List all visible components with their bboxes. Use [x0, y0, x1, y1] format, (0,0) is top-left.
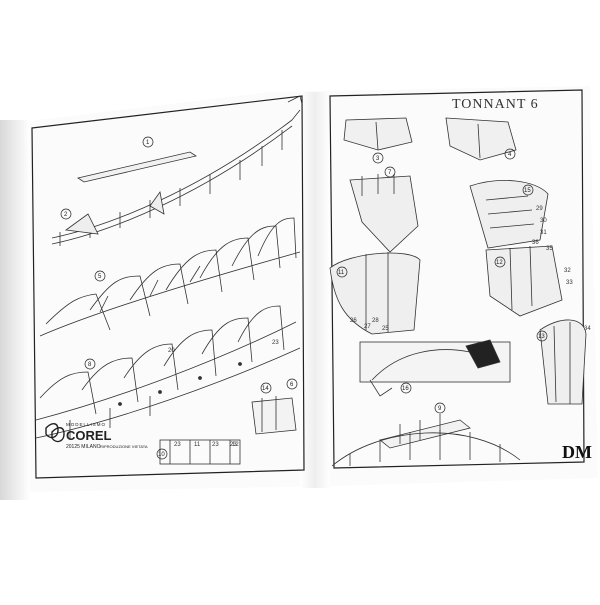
step-4: 4 [508, 152, 512, 158]
part-23c: 23 [272, 340, 279, 346]
part-28: 28 [372, 318, 379, 324]
part-36: 36 [532, 240, 539, 246]
left-page-frame [31, 95, 305, 479]
step-13: 13 [538, 334, 545, 340]
brand-notice: RIPRODUZIONE VIETATA [100, 444, 148, 449]
part-33: 33 [566, 280, 573, 286]
step-2: 2 [64, 212, 68, 218]
paper-shadow [0, 120, 30, 500]
part-29: 29 [536, 206, 543, 212]
part-23d: 23 [230, 442, 237, 448]
part-31: 31 [540, 230, 547, 236]
step-14: 14 [262, 386, 269, 392]
hull-frames-lower [35, 305, 301, 440]
part-23b: 23 [212, 442, 219, 448]
step-11: 11 [338, 270, 345, 276]
sheet-title: TONNANT 6 [452, 97, 539, 112]
plank-bending-16 [359, 339, 511, 397]
keel-arc [331, 430, 521, 467]
brand-top: MODELLISMO [66, 422, 106, 427]
step-12: 12 [496, 260, 503, 266]
step-3: 3 [376, 156, 380, 162]
right-page-frame [329, 89, 585, 469]
step-15: 15 [524, 188, 531, 194]
brand-name: COREL [66, 428, 112, 443]
part-20: 20 [168, 348, 175, 354]
part-11: 11 [194, 442, 201, 448]
step-10: 10 [158, 452, 165, 458]
frame-part-4 [445, 117, 517, 161]
frame-part-3 [343, 117, 413, 151]
step-9: 9 [438, 406, 442, 412]
center-fold [300, 92, 330, 488]
step-1: 1 [146, 140, 150, 146]
frame-part-15 [469, 180, 549, 249]
hull-frames-upper [39, 217, 301, 337]
step-5: 5 [98, 274, 102, 280]
detail-block-6 [251, 396, 297, 435]
frame-part-11 [329, 252, 421, 335]
step-6: 6 [290, 382, 294, 388]
brand-city: 20125 MILANO [66, 444, 101, 450]
step-16: 16 [402, 386, 409, 392]
sheet-code: DM [562, 442, 592, 462]
part-32: 32 [564, 268, 571, 274]
part-labels: 23 23 20 25 26 27 28 29 30 31 32 33 34 3… [168, 206, 591, 448]
part-27: 27 [364, 324, 371, 330]
part-34: 34 [584, 326, 591, 332]
step-8: 8 [88, 362, 92, 368]
step-markers: 1 2 3 4 5 6 7 8 9 10 11 12 13 14 15 16 [60, 136, 548, 460]
frame-part-13 [539, 319, 587, 405]
frame-part-7 [349, 174, 419, 253]
part-12: 12 [232, 442, 239, 448]
detail-section-10: 23 11 23 12 [159, 439, 241, 465]
part-35: 35 [546, 246, 553, 252]
part-25: 25 [382, 326, 389, 332]
step-7: 7 [388, 170, 392, 176]
background [0, 500, 600, 600]
corel-logo: MODELLISMO COREL 20125 MILANO RIPRODUZIO… [45, 422, 148, 450]
keel-assembly [51, 95, 303, 246]
part-30: 30 [540, 218, 547, 224]
part-23a: 23 [174, 442, 181, 448]
part-26: 26 [350, 318, 357, 324]
